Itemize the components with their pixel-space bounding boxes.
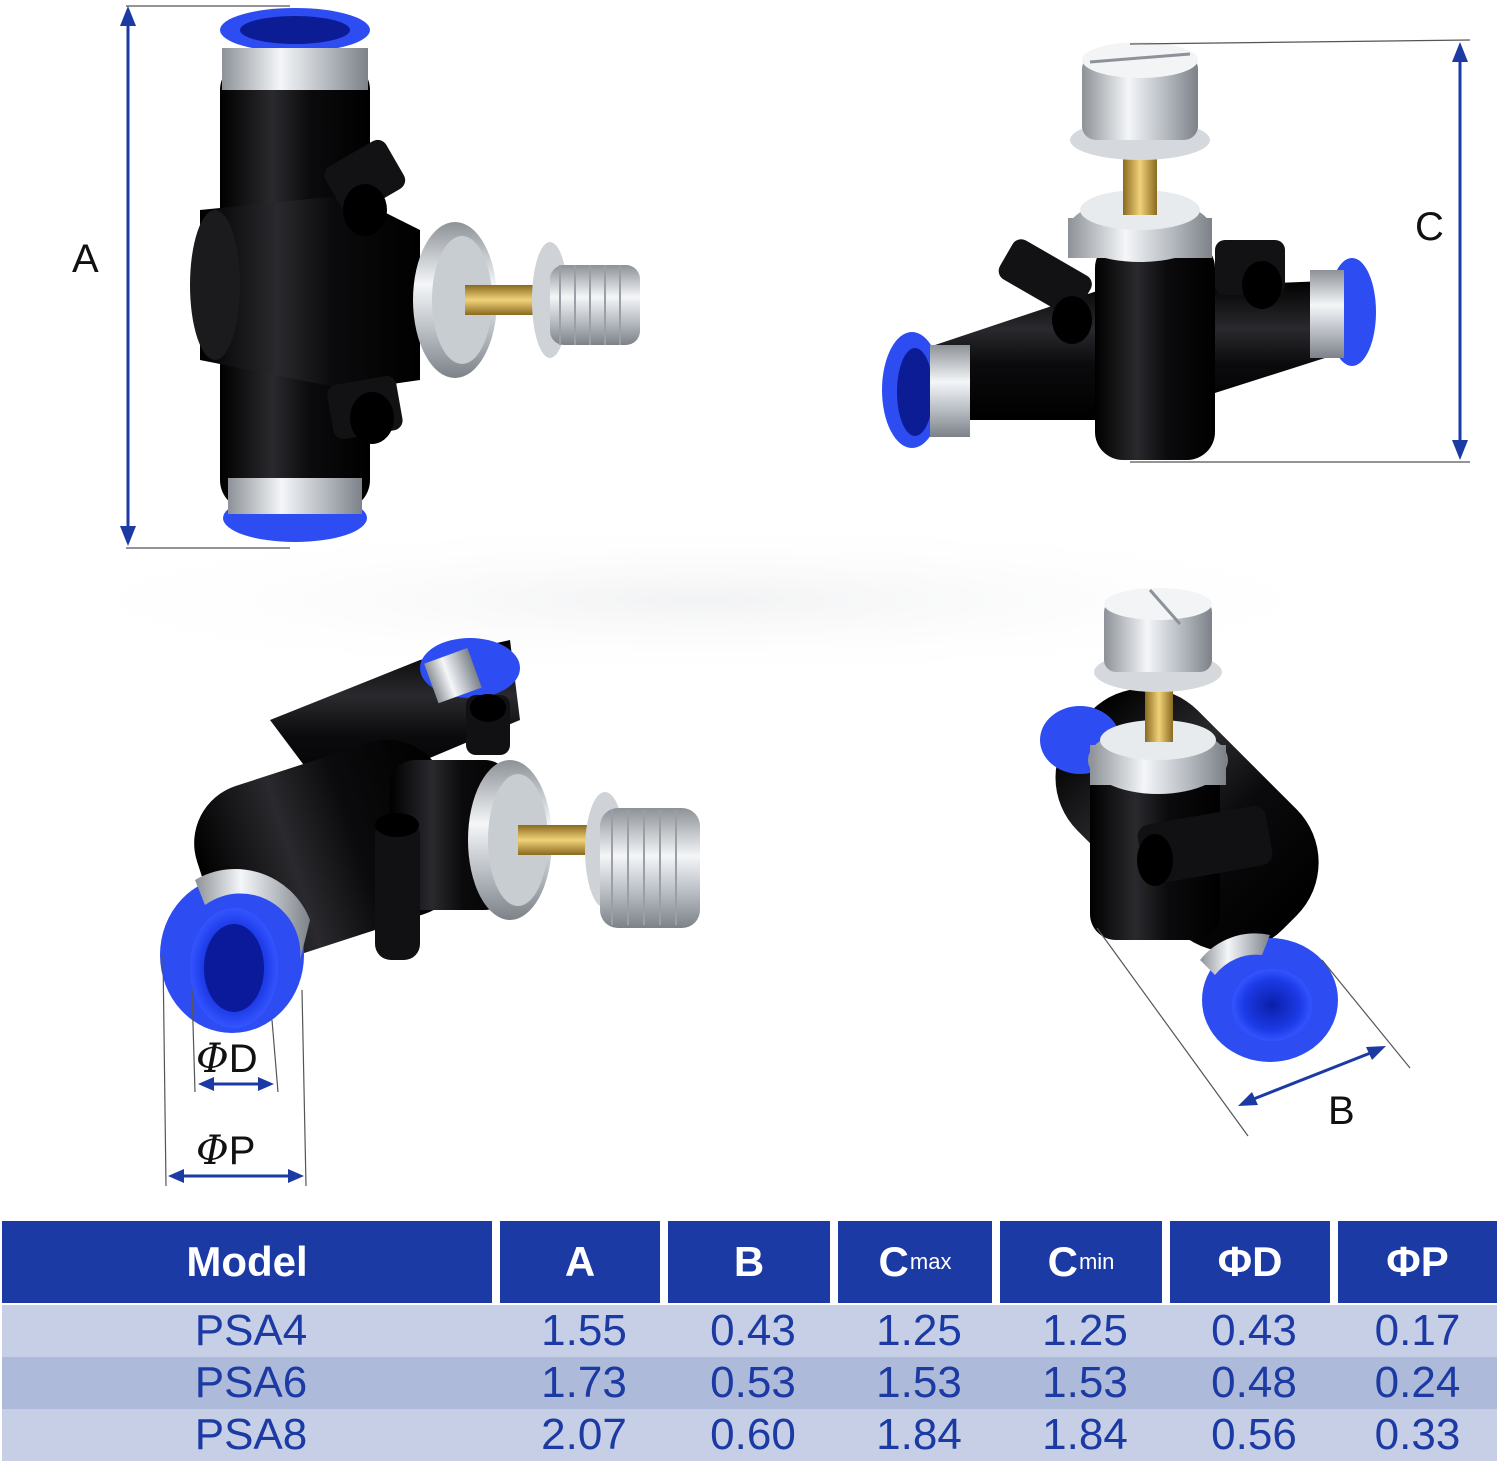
- header-phi-p: ΦP: [1338, 1221, 1497, 1303]
- dimension-a-label: A: [72, 237, 99, 281]
- cell-phi-p: 0.24: [1374, 1358, 1461, 1407]
- fitting-view-front: [190, 8, 640, 542]
- fitting-view-top: [1040, 588, 1338, 1062]
- header-model: Model: [2, 1221, 492, 1303]
- header-a: A: [500, 1221, 660, 1303]
- dimension-b: B: [1096, 927, 1411, 1137]
- dimension-phi-d-label: ΦD: [196, 1036, 258, 1082]
- header-c-max-main: C: [878, 1238, 909, 1285]
- fitting-view-angled: [160, 638, 700, 1033]
- cell-model: PSA4: [194, 1306, 308, 1355]
- table-row: PSA4 1.55 0.43 1.25 1.25 0.43 0.17: [2, 1305, 1497, 1357]
- table-row: PSA6 1.73 0.53 1.53 1.53 0.48 0.24: [2, 1357, 1497, 1409]
- cell-phi-d: 0.43: [1211, 1306, 1297, 1355]
- cell-b: 0.53: [710, 1358, 796, 1407]
- cell-phi-p: 0.33: [1374, 1410, 1461, 1459]
- cell-c-max: 1.84: [876, 1410, 962, 1459]
- cell-c-min: 1.53: [1042, 1358, 1128, 1407]
- dimension-phi-p: ΦP: [162, 954, 307, 1187]
- cell-c-max: 1.25: [876, 1306, 962, 1355]
- dimension-phi-p-label: ΦP: [196, 1128, 255, 1174]
- fitting-view-side: [882, 42, 1376, 460]
- table-row: PSA8 2.07 0.60 1.84 1.84 0.56 0.33: [2, 1409, 1497, 1461]
- header-phi-d: ΦD: [1170, 1221, 1330, 1303]
- dimension-a: A: [72, 5, 290, 549]
- cell-model: PSA8: [194, 1410, 308, 1459]
- cell-b: 0.60: [710, 1410, 796, 1459]
- cell-c-max: 1.53: [876, 1358, 962, 1407]
- dimension-c: C: [1129, 39, 1471, 463]
- header-c-min-sub: min: [1078, 1249, 1115, 1274]
- cell-a: 1.73: [541, 1358, 627, 1407]
- dimension-b-label: B: [1328, 1089, 1355, 1133]
- cell-phi-d: 0.48: [1211, 1358, 1297, 1407]
- cell-a: 2.07: [541, 1410, 627, 1459]
- cell-b: 0.43: [710, 1306, 796, 1355]
- cell-model: PSA6: [194, 1358, 308, 1407]
- header-b: B: [668, 1221, 830, 1303]
- product-figure: A C: [0, 5, 1471, 1187]
- cell-a: 1.55: [541, 1306, 627, 1355]
- cell-c-min: 1.84: [1042, 1410, 1128, 1459]
- cell-phi-d: 0.56: [1211, 1410, 1297, 1459]
- header-c-min-main: C: [1047, 1238, 1078, 1285]
- dimension-phi-d: ΦD: [191, 989, 279, 1093]
- dimension-c-label: C: [1415, 205, 1444, 249]
- header-c-max-sub: max: [909, 1249, 952, 1274]
- cell-phi-p: 0.17: [1374, 1306, 1461, 1355]
- cell-c-min: 1.25: [1042, 1306, 1128, 1355]
